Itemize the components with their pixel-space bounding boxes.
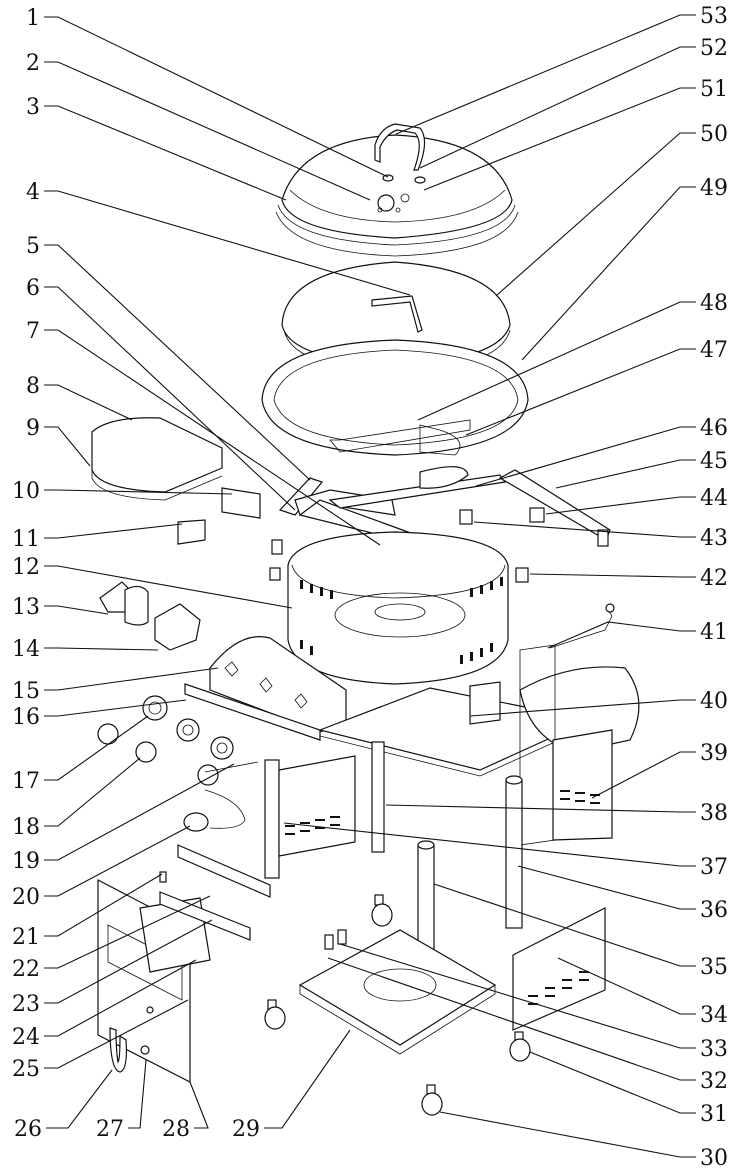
callouts-left: 1 2 3 4 5 6 7 8 9 10 11 12 13 14 15 16 1… [12, 6, 40, 1082]
callout-51: 51 [700, 77, 728, 102]
callout-50: 50 [700, 122, 728, 147]
grill-ring [261, 339, 529, 456]
callouts-bottom: 26 27 28 29 [14, 1117, 260, 1142]
callout-3: 3 [26, 95, 40, 120]
callout-27: 27 [96, 1117, 124, 1142]
frame-rail-right [269, 469, 611, 583]
callout-18: 18 [12, 815, 40, 840]
callout-23: 23 [12, 992, 40, 1017]
callout-39: 39 [700, 741, 728, 766]
callout-25: 25 [12, 1057, 40, 1082]
callout-32: 32 [700, 1069, 728, 1094]
parts-drawing [91, 123, 640, 1116]
callout-9: 9 [26, 416, 40, 441]
callout-14: 14 [12, 637, 40, 662]
callout-41: 41 [700, 620, 728, 645]
callout-26: 26 [14, 1117, 42, 1142]
callout-21: 21 [12, 925, 40, 950]
base-plate [298, 929, 497, 1055]
callout-8: 8 [26, 374, 40, 399]
callout-36: 36 [700, 898, 728, 923]
callout-49: 49 [700, 176, 728, 201]
door-assembly [97, 844, 271, 1083]
firebox-bowl [287, 531, 509, 685]
lid [275, 123, 519, 257]
regulator-hose [183, 761, 259, 832]
callout-22: 22 [12, 957, 40, 982]
callout-20: 20 [12, 885, 40, 910]
callout-11: 11 [12, 527, 40, 552]
tray-cup [99, 581, 201, 651]
callout-44: 44 [700, 486, 728, 511]
callout-13: 13 [12, 595, 40, 620]
callout-5: 5 [26, 234, 40, 259]
callout-19: 19 [12, 849, 40, 874]
callout-28: 28 [162, 1117, 190, 1142]
callout-37: 37 [700, 855, 728, 880]
casters [264, 894, 531, 1116]
brackets-left [177, 487, 261, 545]
callout-24: 24 [12, 1025, 40, 1050]
callout-7: 7 [26, 319, 40, 344]
bowl-slots [300, 577, 503, 664]
callout-42: 42 [700, 566, 728, 591]
side-shelf-right [519, 603, 640, 846]
callout-29: 29 [232, 1117, 260, 1142]
callout-2: 2 [26, 51, 40, 76]
callout-15: 15 [12, 679, 40, 704]
callout-52: 52 [700, 36, 728, 61]
callout-53: 53 [700, 4, 728, 29]
callout-6: 6 [26, 276, 40, 301]
callout-4: 4 [26, 180, 40, 205]
leader-lines [44, 14, 696, 1158]
callout-46: 46 [700, 416, 728, 441]
knobs [97, 695, 234, 786]
callout-33: 33 [700, 1037, 728, 1062]
callout-40: 40 [700, 689, 728, 714]
cart-left [264, 755, 356, 879]
callout-31: 31 [700, 1102, 728, 1127]
callout-12: 12 [12, 555, 40, 580]
callouts-right: 53 52 51 50 49 48 47 46 45 44 43 42 41 4… [700, 4, 728, 1171]
callout-17: 17 [12, 769, 40, 794]
callout-48: 48 [700, 291, 728, 316]
side-shelf-left [91, 417, 223, 501]
center-table [318, 681, 592, 853]
callout-34: 34 [700, 1003, 728, 1028]
callout-47: 47 [700, 338, 728, 363]
callout-38: 38 [700, 801, 728, 826]
callout-43: 43 [700, 526, 728, 551]
callout-35: 35 [700, 955, 728, 980]
callout-10: 10 [12, 479, 40, 504]
panel-right [512, 907, 606, 1031]
callout-1: 1 [26, 6, 40, 31]
callout-45: 45 [700, 449, 728, 474]
callout-30: 30 [700, 1146, 728, 1171]
callout-16: 16 [12, 705, 40, 730]
